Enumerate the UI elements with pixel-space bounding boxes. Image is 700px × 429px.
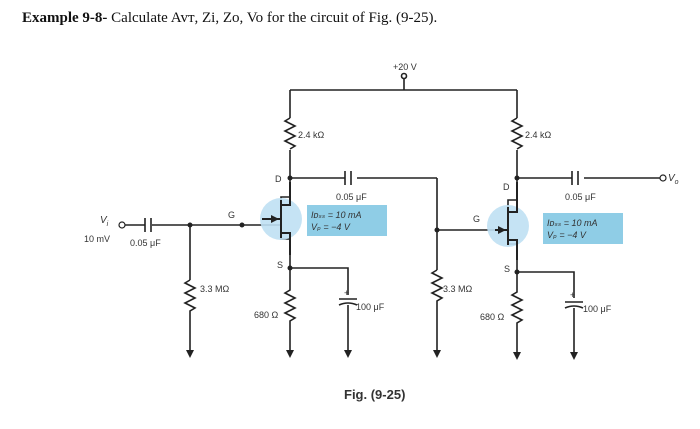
stage1-coupling-cap-label: 0.05 μF bbox=[336, 192, 367, 202]
output-vo-label: Vo bbox=[668, 173, 679, 186]
stage1-source-label: S bbox=[277, 260, 283, 270]
svg-text:+: + bbox=[344, 288, 349, 298]
input-vi-label: Vi bbox=[100, 215, 109, 228]
stage2-rg-label: 3.3 MΩ bbox=[443, 284, 473, 294]
stage1-coupling-cap bbox=[344, 171, 352, 185]
input-terminal bbox=[118, 221, 126, 229]
stage1-rg-label: 3.3 MΩ bbox=[200, 284, 230, 294]
stage2-idss: Iᴅₛₛ = 10 mA bbox=[547, 218, 597, 228]
stage1-rs-label: 680 Ω bbox=[254, 310, 279, 320]
stage1-gate-label: G bbox=[228, 210, 235, 220]
stage1-param-box bbox=[307, 205, 387, 236]
stage1-idss: Iᴅₛₛ = 10 mA bbox=[311, 210, 361, 220]
ground-symbols bbox=[186, 350, 578, 360]
stage2-rs-resistor bbox=[510, 272, 524, 352]
input-amplitude: 10 mV bbox=[84, 234, 110, 244]
stage1-cs-cap bbox=[338, 298, 358, 350]
stage2-rs-label: 680 Ω bbox=[480, 312, 505, 322]
stage2-gate-label: G bbox=[473, 214, 480, 224]
stage2-vp: Vₚ = −4 V bbox=[547, 230, 587, 240]
input-coupling-cap bbox=[144, 218, 152, 232]
stage2-param-box bbox=[543, 213, 623, 244]
stage2-cs-label: 100 μF bbox=[583, 304, 612, 314]
stage1-source-wire bbox=[289, 258, 349, 295]
stage1-drain-label: D bbox=[275, 174, 282, 184]
supply-terminal bbox=[400, 72, 408, 80]
input-wire bbox=[125, 224, 242, 280]
supply-wire bbox=[289, 78, 518, 118]
supply-label: +20 V bbox=[393, 62, 417, 72]
stage1-cs-label: 100 μF bbox=[356, 302, 385, 312]
output-terminal bbox=[659, 174, 667, 182]
interstage-wire bbox=[436, 178, 495, 270]
figure-caption: Fig. (9-25) bbox=[344, 387, 405, 402]
input-cap-label: 0.05 μF bbox=[130, 238, 161, 248]
example-label: Example 9-8- bbox=[22, 10, 108, 26]
stage1-drain-wire bbox=[289, 150, 437, 179]
stage2-source-wire bbox=[516, 262, 575, 298]
problem-heading: Example 9-8- Calculate Avᴛ, Zi, Zo, Vo f… bbox=[22, 10, 437, 27]
stage1-vp: Vₚ = −4 V bbox=[311, 222, 351, 232]
example-text: Calculate Avᴛ, Zi, Zo, Vo for the circui… bbox=[111, 10, 438, 26]
stage1-rg-resistor bbox=[183, 279, 197, 350]
stage1-rs-resistor bbox=[283, 268, 297, 350]
stage2-drain-label: D bbox=[503, 182, 510, 192]
stage2-cs-cap bbox=[564, 301, 584, 352]
stage1-rd-label: 2.4 kΩ bbox=[298, 130, 325, 140]
stage2-rd-resistor bbox=[510, 117, 524, 150]
stage1-rd-resistor bbox=[283, 117, 297, 150]
stage2-rd-label: 2.4 kΩ bbox=[525, 130, 552, 140]
stage2-drain-wire bbox=[516, 150, 660, 179]
stage2-coupling-cap bbox=[571, 171, 579, 185]
stage2-rg-resistor bbox=[430, 269, 444, 350]
stage2-coupling-cap-label: 0.05 μF bbox=[565, 192, 596, 202]
stage2-source-label: S bbox=[504, 264, 510, 274]
svg-text:+: + bbox=[570, 290, 575, 300]
